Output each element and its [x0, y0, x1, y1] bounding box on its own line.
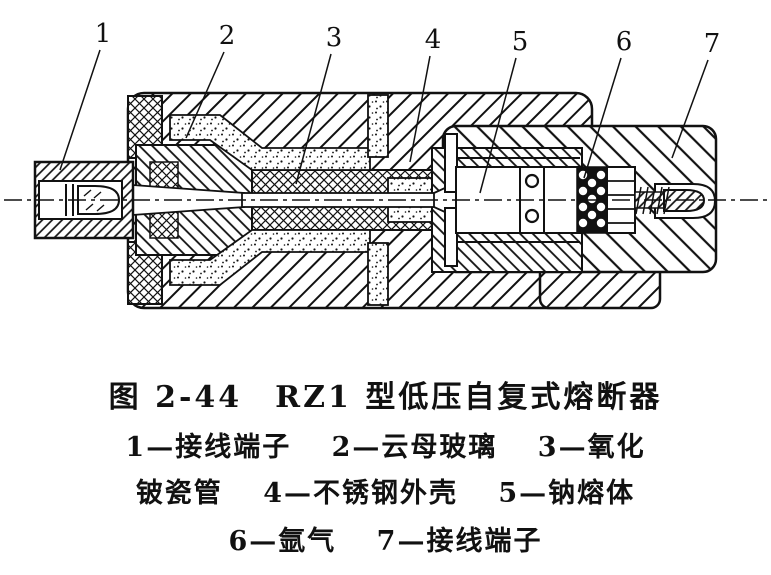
leader-line-7 [671, 59, 709, 159]
fuse-cross-section-diagram: 1 2 3 4 5 6 7 [4, 19, 767, 310]
callout-number-2: 2 [219, 21, 236, 51]
vent-hole-top [524, 173, 540, 189]
callout-1: 1 [59, 19, 112, 171]
callout-7: 7 [671, 29, 721, 159]
figure-caption-title: 图 2-44 RZ1 型低压自复式熔断器 [108, 380, 663, 415]
callout-3: 3 [295, 23, 343, 185]
callouts: 1 2 3 4 5 6 7 [59, 19, 721, 194]
callout-number-3: 3 [326, 23, 343, 53]
vent-hole-bottom [524, 208, 540, 224]
figure-legend-line-1: 1—接线端子 2—云母玻璃 3—氧化 [125, 432, 646, 463]
leader-line-3 [295, 53, 332, 185]
callout-6: 6 [583, 27, 633, 179]
steel-shell-flanges [444, 133, 458, 267]
threaded-stud [634, 183, 717, 219]
callout-4: 4 [409, 25, 442, 163]
seal-collar-top [149, 161, 179, 190]
seal-collar-bottom [149, 210, 179, 239]
callout-number-7: 7 [704, 29, 721, 59]
leader-line-6 [583, 57, 622, 179]
figure-legend-line-2: 铍瓷管 4—不锈钢外壳 5—钠熔体 [135, 478, 636, 509]
callout-number-4: 4 [425, 25, 442, 55]
leader-line-5 [479, 57, 517, 194]
leader-line-2 [185, 51, 225, 139]
callout-number-1: 1 [95, 19, 112, 49]
leader-line-4 [409, 55, 431, 163]
callout-number-5: 5 [512, 27, 529, 57]
figure-legend-line-3: 6—氩气 7—接线端子 [228, 526, 543, 557]
leader-line-1 [59, 49, 101, 171]
callout-number-6: 6 [616, 27, 633, 57]
callout-2: 2 [185, 21, 236, 139]
callout-5: 5 [479, 27, 529, 194]
